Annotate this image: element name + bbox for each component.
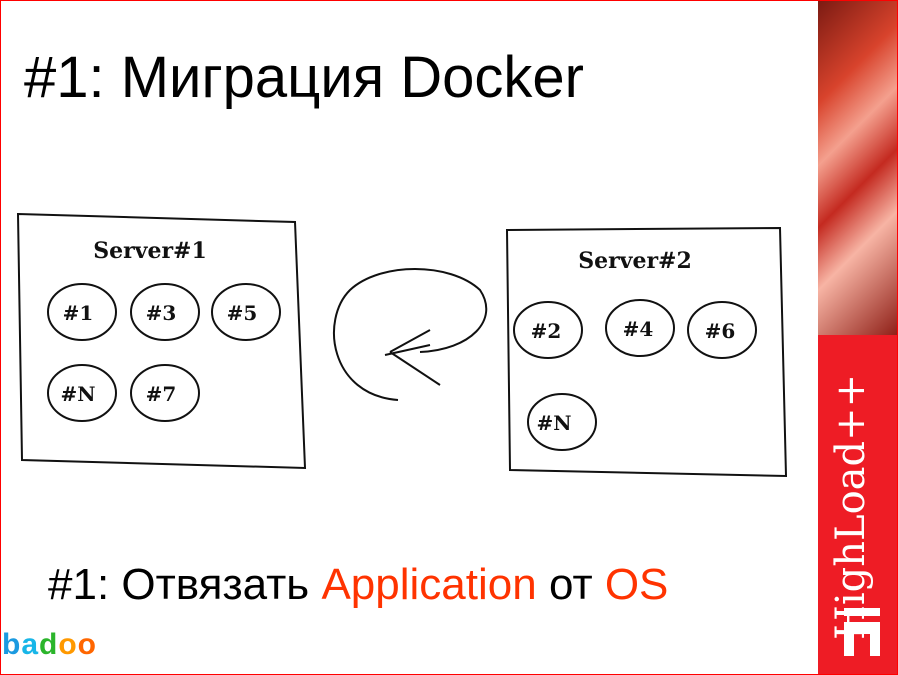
highload-wordmark: HighLoad++	[828, 373, 874, 640]
container-label: #N	[60, 382, 95, 406]
container-circle	[211, 283, 281, 341]
container-circle	[47, 364, 117, 422]
container-label: #4	[623, 317, 654, 341]
migration-arrow	[332, 268, 488, 401]
server2-box	[505, 226, 788, 478]
server2-label: Server#2	[578, 248, 692, 274]
highload-sidebar: HighLoad++	[818, 0, 898, 675]
container-circle	[130, 283, 200, 341]
badoo-logo: badoo	[2, 628, 97, 661]
container-circle	[527, 393, 597, 451]
subtitle-os: OS	[604, 560, 669, 609]
container-label: #7	[146, 382, 177, 406]
container-label: #2	[531, 319, 562, 343]
container-circle	[130, 364, 200, 422]
server1-box	[16, 212, 307, 470]
subtitle-middle: от	[536, 560, 605, 609]
slide-subtitle: #1: Отвязать Application от OS	[48, 560, 668, 610]
server1-label: Server#1	[93, 238, 207, 264]
container-label: #5	[227, 301, 258, 325]
highload-logo-icon	[844, 608, 880, 656]
container-label: #3	[146, 301, 177, 325]
container-circle	[47, 283, 117, 341]
container-circle	[513, 301, 583, 359]
subtitle-prefix: #1: Отвязать	[48, 560, 322, 609]
sidebar-photo	[818, 0, 898, 335]
subtitle-application: Application	[321, 560, 537, 609]
container-circle	[605, 299, 675, 357]
container-circle	[687, 301, 757, 359]
container-label: #1	[63, 301, 94, 325]
migration-diagram: Server#1 #1 #3 #5 #N #7 Server#2 #2 #4 #…	[16, 212, 788, 478]
container-label: #N	[536, 411, 571, 435]
container-label: #6	[705, 319, 736, 343]
slide-title: #1: Миграция Docker	[24, 45, 584, 110]
